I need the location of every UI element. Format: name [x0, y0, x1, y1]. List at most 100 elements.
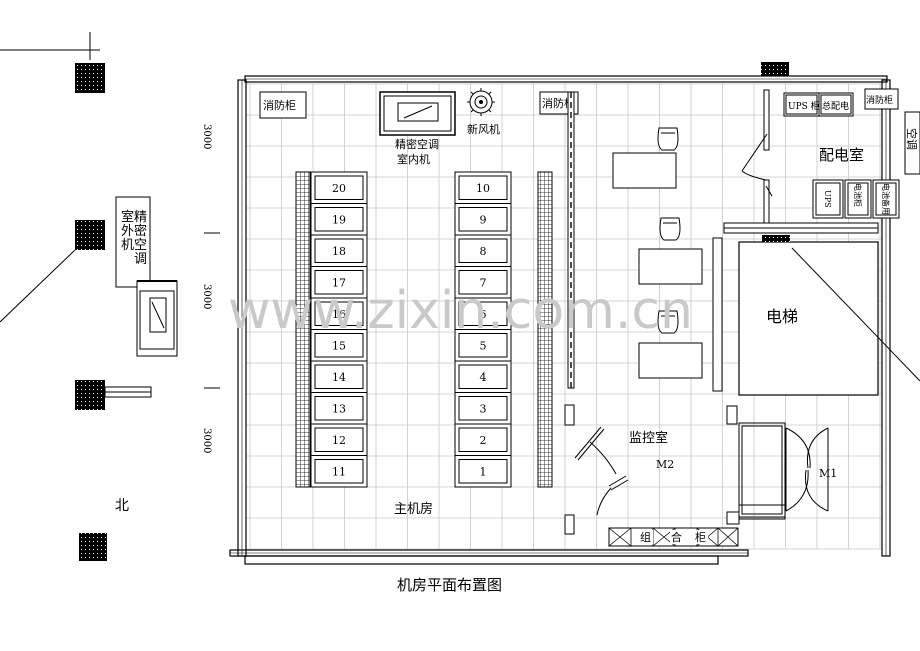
- exterior-columns: [75, 62, 789, 561]
- ups-cabinet-label: UPS 柜: [788, 100, 820, 112]
- server-rack[interactable]: 14: [310, 360, 368, 393]
- monitor-desk[interactable]: [638, 310, 703, 379]
- monitor-room-label: 监控室: [629, 430, 668, 446]
- backup-battery-cabinet[interactable]: 电池备用: [872, 179, 900, 219]
- server-rack[interactable]: 1: [454, 455, 512, 488]
- dimension-ticks: [204, 232, 220, 389]
- rack-number: 15: [332, 340, 346, 353]
- drawing-title: 机房平面布置图: [397, 576, 502, 594]
- main-room-label: 主机房: [394, 501, 433, 517]
- fire-cabinet[interactable]: 消防柜: [864, 88, 899, 110]
- server-rack[interactable]: 11: [310, 455, 368, 488]
- rack-number: 2: [480, 434, 487, 447]
- combo-cabinet-char: 合: [671, 530, 682, 544]
- outdoor-ac-box: [136, 280, 178, 357]
- server-rack[interactable]: 9: [454, 203, 512, 236]
- server-rack[interactable]: 5: [454, 329, 512, 362]
- monitor-desk[interactable]: [638, 217, 703, 285]
- door-post: [564, 514, 575, 535]
- rack-number: 3: [480, 403, 487, 416]
- server-rack[interactable]: 12: [310, 423, 368, 456]
- battery-cabinet-label: 电池柜: [853, 183, 863, 207]
- partition-wall: [567, 91, 575, 389]
- server-rack[interactable]: 16: [310, 297, 368, 330]
- rack-number: 4: [480, 371, 487, 384]
- server-rack[interactable]: 20: [310, 171, 368, 204]
- door-power-room[interactable]: [741, 133, 773, 197]
- rack-number: 19: [332, 214, 346, 227]
- crop-mark: [0, 32, 100, 60]
- outdoor-ac-unit[interactable]: 室 外 机 精 密 空 调: [115, 196, 151, 288]
- server-rack[interactable]: 6: [454, 297, 512, 330]
- elevator-shaft: [738, 235, 920, 396]
- narrow-cabinet: [712, 237, 723, 392]
- server-rack[interactable]: 10: [454, 171, 512, 204]
- ups-cabinet[interactable]: UPS 柜: [783, 92, 820, 117]
- rack-number: 1: [480, 466, 487, 479]
- rack-number: 13: [332, 403, 346, 416]
- fresh-air-unit-icon[interactable]: [467, 88, 495, 116]
- right-ac-unit[interactable]: 空调: [904, 111, 920, 175]
- monitor-desk[interactable]: [612, 127, 679, 189]
- column: [75, 380, 105, 410]
- server-rack[interactable]: 4: [454, 360, 512, 393]
- elevator-label: 电梯: [766, 307, 798, 326]
- rack-number: 17: [332, 277, 346, 290]
- dimension-label: 3000: [201, 428, 212, 453]
- rack-number: 5: [480, 340, 487, 353]
- fire-cabinet[interactable]: 消防柜: [259, 91, 307, 119]
- server-rack[interactable]: 15: [310, 329, 368, 362]
- rack-number: 18: [332, 245, 346, 258]
- rack-number: 12: [332, 434, 346, 447]
- fire-cabinet-label: 消防柜: [263, 98, 296, 112]
- outer-walls: [229, 75, 891, 565]
- rack-number: 11: [332, 466, 346, 479]
- fire-cabinet-label: 消防柜: [866, 94, 893, 106]
- column: [75, 63, 105, 93]
- server-rack[interactable]: 3: [454, 392, 512, 425]
- combo-cabinet-char: 组: [640, 530, 651, 544]
- server-rack[interactable]: 19: [310, 203, 368, 236]
- server-rack[interactable]: 17: [310, 266, 368, 299]
- column: [75, 220, 105, 250]
- server-rack[interactable]: 18: [310, 234, 368, 267]
- battery-cabinet[interactable]: 电池柜: [844, 179, 872, 219]
- outdoor-ac-label: 精 密 空 调: [134, 210, 151, 267]
- door-label: M2: [656, 458, 674, 471]
- door-m2[interactable]: [574, 426, 629, 516]
- rack-number: 9: [480, 214, 487, 227]
- server-rack[interactable]: 2: [454, 423, 512, 456]
- watermark: www.zixin.com.cn: [228, 281, 693, 341]
- rack-number: 14: [332, 371, 346, 384]
- precision-ac-label: 精密空调: [395, 137, 439, 151]
- combo-cabinet-char: 柜: [695, 531, 706, 544]
- entrance-frame: [726, 405, 786, 525]
- rack-number: 10: [476, 182, 490, 195]
- cable-tray: [537, 171, 553, 488]
- precision-ac-label: 室内机: [397, 152, 430, 166]
- wall-stub: [104, 386, 152, 398]
- rack-number: 20: [332, 182, 346, 195]
- precision-ac-indoor[interactable]: [379, 91, 456, 136]
- rack-number: 7: [480, 277, 487, 290]
- door-m1[interactable]: [785, 427, 829, 512]
- server-rack[interactable]: 13: [310, 392, 368, 425]
- combination-cabinet[interactable]: 组 合 柜: [608, 527, 739, 547]
- door-label: M1: [819, 467, 837, 480]
- dimension-label: 3000: [201, 284, 212, 309]
- power-room-walls: [723, 89, 879, 234]
- backup-battery-label: 电池备用: [881, 183, 891, 215]
- power-room-label: 配电室: [819, 146, 864, 164]
- server-racks: 20 19 18 17 16 15 14 13 12 11 10 9 8 7 6 5 4 3 2 1: [310, 171, 512, 488]
- ups-unit[interactable]: UPS: [812, 179, 844, 219]
- outdoor-ac-label: 室 外 机: [121, 209, 138, 253]
- north-label: 北: [115, 498, 129, 514]
- right-ac-label: 空调: [905, 128, 919, 150]
- main-power-cabinet[interactable]: 总配电: [818, 92, 854, 117]
- ups-label: UPS: [823, 190, 832, 208]
- server-rack[interactable]: 8: [454, 234, 512, 267]
- cable-tray: [295, 171, 311, 488]
- column: [761, 62, 789, 76]
- column: [79, 533, 107, 561]
